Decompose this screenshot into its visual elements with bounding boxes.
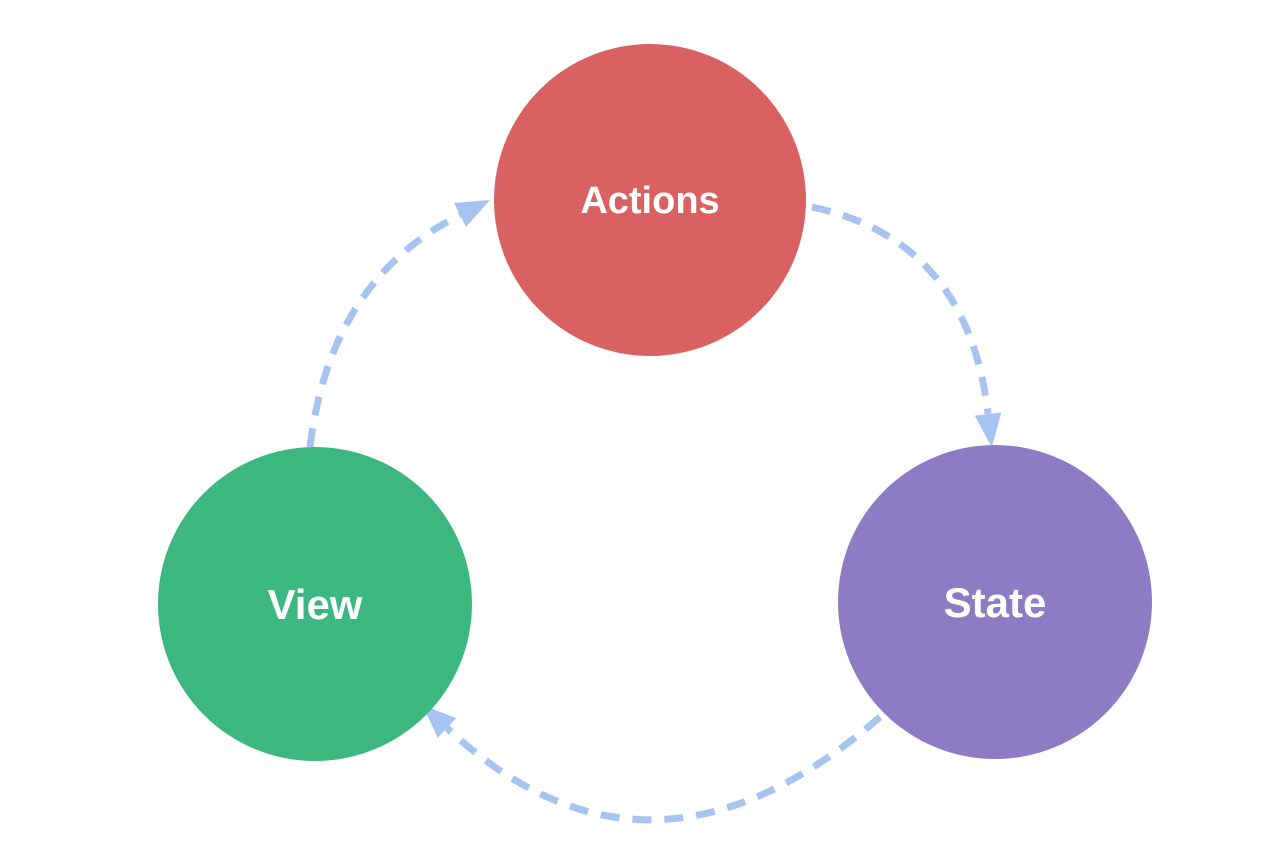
node-view-label: View [268, 581, 363, 628]
node-state-circle [838, 445, 1152, 759]
node-state-label: State [944, 579, 1047, 626]
arrow-view-to-actions [306, 199, 491, 448]
node-view-circle [158, 447, 472, 761]
node-actions-label: Actions [580, 180, 719, 222]
node-actions-circle [494, 44, 806, 356]
arrow-actions-to-state [811, 203, 1002, 448]
arrow-state-to-view [422, 705, 883, 824]
